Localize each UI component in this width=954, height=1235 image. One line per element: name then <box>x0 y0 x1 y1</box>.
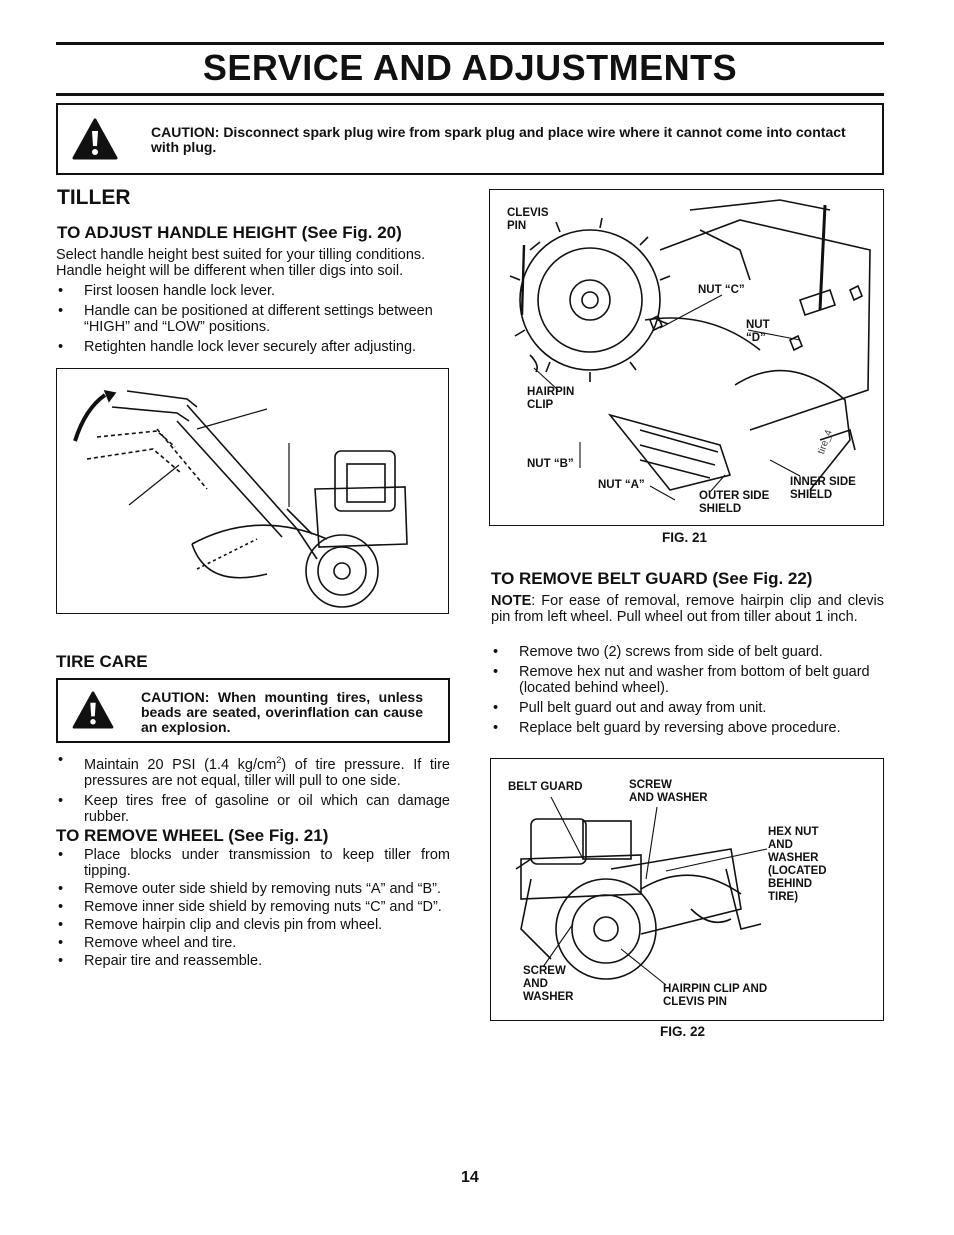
caution-text: CAUTION: Disconnect spark plug wire from… <box>151 124 846 155</box>
label-clevis-pin: CLEVIS PIN <box>507 207 549 232</box>
belt-guard-illustration <box>515 796 768 986</box>
superscript: 2 <box>276 755 282 765</box>
figure-22: BELT GUARD SCREW AND WASHER HEX NUT AND … <box>490 758 884 1021</box>
heading-remove-belt-guard: TO REMOVE BELT GUARD (See Fig. 22) <box>491 569 813 588</box>
label-outer-side-shield: OUTER SIDE SHIELD <box>699 490 770 515</box>
list-item: Remove hex nut and washer from bottom of… <box>491 664 884 696</box>
heading-remove-wheel: TO REMOVE WHEEL (See Fig. 21) <box>56 826 329 845</box>
heading-tire-care: TIRE CARE <box>56 652 148 671</box>
tire-pressure-text: Maintain 20 PSI (1.4 kg/cm <box>84 756 277 773</box>
label-nut-a: NUT “A” <box>598 479 645 491</box>
section-heading-tiller: TILLER <box>57 186 131 209</box>
note-label: NOTE <box>491 593 532 609</box>
list-item: Retighten handle lock lever securely aft… <box>56 339 450 355</box>
list-item: Maintain 20 PSI (1.4 kg/cm2) of tire pre… <box>56 752 450 789</box>
handle-intro: Select handle height best suited for you… <box>56 247 426 279</box>
list-item: First loosen handle lock lever. <box>56 283 450 299</box>
remove-wheel-bullet-list: Place blocks under transmission to keep … <box>56 847 450 971</box>
label-screw-washer-bottom: SCREW AND WASHER <box>523 965 574 1003</box>
label-inner-side-shield: INNER SIDE SHIELD <box>790 476 856 501</box>
caution-box-tires: CAUTION: When mounting tires, unless bea… <box>56 678 450 743</box>
list-item: Keep tires free of gasoline or oil which… <box>56 793 450 825</box>
fig22-caption: FIG. 22 <box>660 1024 706 1039</box>
warning-triangle-icon <box>72 691 114 729</box>
belt-guard-note: NOTE: For ease of removal, remove hairpi… <box>491 593 884 625</box>
tire-care-bullet-list: Maintain 20 PSI (1.4 kg/cm2) of tire pre… <box>56 752 450 829</box>
fig21-caption: FIG. 21 <box>662 530 708 545</box>
warning-triangle-icon <box>72 118 118 160</box>
list-item: Handle can be positioned at different se… <box>56 303 450 335</box>
label-nut-d: NUT “D” <box>746 319 770 344</box>
handle-bullet-list: First loosen handle lock lever. Handle c… <box>56 283 450 359</box>
label-screw-washer-top: SCREW AND WASHER <box>629 779 708 804</box>
belt-guard-bullet-list: Remove two (2) screws from side of belt … <box>491 644 884 740</box>
list-item: Place blocks under transmission to keep … <box>56 847 450 879</box>
tiller-handle-illustration <box>73 389 408 608</box>
label-hairpin-clevis: HAIRPIN CLIP AND CLEVIS PIN <box>663 983 768 1008</box>
caution-box-spark-plug: CAUTION: Disconnect spark plug wire from… <box>56 103 884 175</box>
list-item: Remove hairpin clip and clevis pin from … <box>56 917 450 933</box>
heading-adjust-handle: TO ADJUST HANDLE HEIGHT (See Fig. 20) <box>57 223 402 242</box>
label-nut-c: NUT “C” <box>698 284 745 296</box>
page-title: SERVICE AND ADJUSTMENTS <box>202 47 738 88</box>
list-item: Remove inner side shield by removing nut… <box>56 899 450 915</box>
caution-text: CAUTION: When mounting tires, unless bea… <box>141 689 423 735</box>
label-hairpin-clip: HAIRPIN CLIP <box>527 386 575 411</box>
wheel-removal-illustration <box>509 199 871 501</box>
label-nut-b: NUT “B” <box>527 458 574 470</box>
figure-21: CLEVIS PIN NUT “C” NUT “D” HAIRPIN CLIP … <box>489 189 884 526</box>
figure-20 <box>56 368 449 614</box>
list-item: Pull belt guard out and away from unit. <box>491 700 884 716</box>
label-belt-guard: BELT GUARD <box>508 781 583 793</box>
page-number: 14 <box>461 1169 479 1186</box>
tire-pressure-text-cont: ) of tire pressure. If tire pressures ar… <box>84 756 450 789</box>
list-item: Replace belt guard by reversing above pr… <box>491 720 884 736</box>
list-item: Remove outer side shield by removing nut… <box>56 881 450 897</box>
list-item: Remove two (2) screws from side of belt … <box>491 644 884 660</box>
title-underline <box>56 93 884 96</box>
list-item: Remove wheel and tire. <box>56 935 450 951</box>
label-hex-nut-washer: HEX NUT AND WASHER (LOCATED BEHIND TIRE) <box>768 826 827 903</box>
list-item: Repair tire and reassemble. <box>56 953 450 969</box>
top-rule <box>56 42 884 45</box>
note-text: : For ease of removal, remove hairpin cl… <box>491 593 884 625</box>
